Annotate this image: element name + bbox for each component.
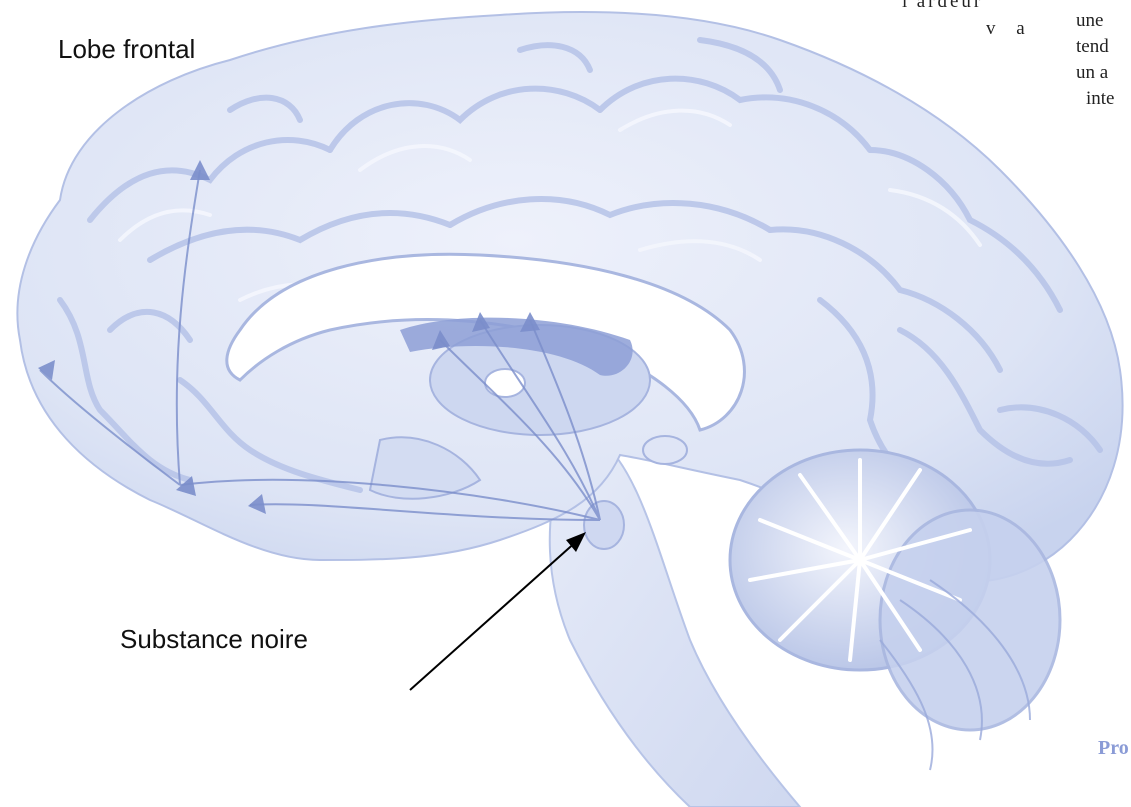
side-text-line-6: inte xyxy=(1086,88,1115,110)
substantia-nigra-region xyxy=(584,501,624,549)
side-text-line-1: l'ardeur xyxy=(902,0,983,13)
substantia-nigra-label: Substance noire xyxy=(120,624,308,655)
inner-nucleus xyxy=(485,369,525,397)
side-text-line-5: un a xyxy=(1076,62,1108,84)
side-text-line-2: v a xyxy=(986,18,1033,40)
side-text-line-4: tend xyxy=(1076,36,1109,58)
pineal xyxy=(643,436,687,464)
side-text-line-3: une xyxy=(1076,10,1103,32)
frontal-lobe-label: Lobe frontal xyxy=(58,34,195,65)
pointer-line xyxy=(410,540,578,690)
footer-fragment: Pro xyxy=(1098,737,1129,760)
